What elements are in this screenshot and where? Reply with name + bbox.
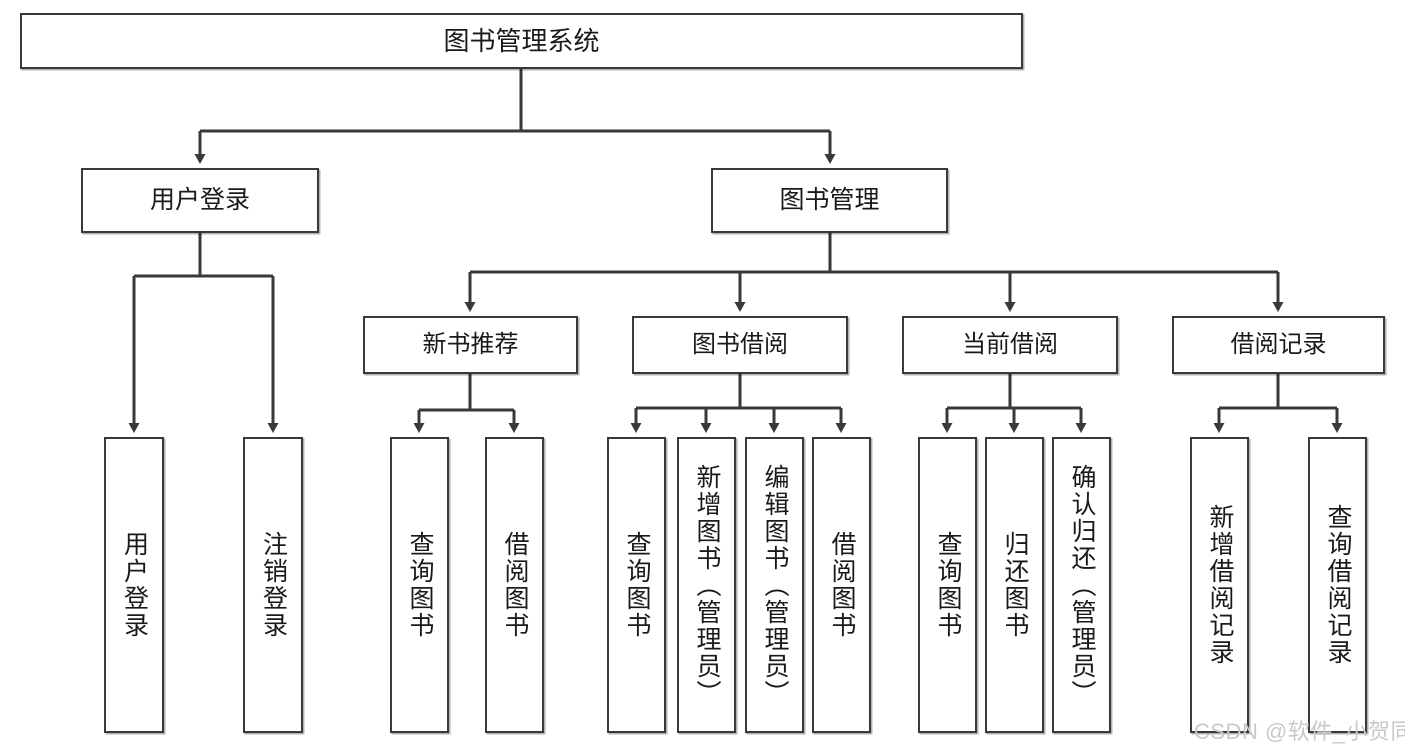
leaf-node-label: 确认归还（管理员） xyxy=(1068,463,1096,707)
node-current-borrow-label: 当前借阅 xyxy=(962,330,1058,358)
leaf-node-label: 借阅图书 xyxy=(828,531,856,639)
node-user-login-label: 用户登录 xyxy=(149,185,250,214)
node-new-book-recommend-label: 新书推荐 xyxy=(422,330,519,358)
node-root[interactable]: 图书管理系统 xyxy=(20,13,1023,69)
leaf-node-label: 借阅图书 xyxy=(501,531,529,639)
leaf-node-label: 注销登录 xyxy=(259,531,288,639)
leaf-node[interactable]: 查询借阅记录 xyxy=(1308,437,1367,733)
node-borrow-record[interactable]: 借阅记录 xyxy=(1172,316,1385,374)
leaf-node[interactable]: 新增借阅记录 xyxy=(1190,437,1249,733)
leaf-node[interactable]: 查询图书 xyxy=(607,437,666,733)
leaf-node-label: 查询图书 xyxy=(406,531,434,639)
leaf-node[interactable]: 确认归还（管理员） xyxy=(1052,437,1111,733)
node-book-management-label: 图书管理 xyxy=(779,185,880,214)
leaf-node-label: 查询图书 xyxy=(934,531,962,639)
leaf-node-label: 查询借阅记录 xyxy=(1324,504,1352,666)
leaf-node[interactable]: 新增图书（管理员） xyxy=(677,437,736,733)
watermark: CSDN @软件_小贺同学 xyxy=(1194,719,1405,744)
leaf-node[interactable]: 查询图书 xyxy=(390,437,449,733)
node-book-borrow[interactable]: 图书借阅 xyxy=(632,316,848,374)
node-borrow-record-label: 借阅记录 xyxy=(1230,330,1327,358)
leaf-node-label: 新增图书（管理员） xyxy=(693,463,721,707)
leaf-node-label: 编辑图书（管理员） xyxy=(761,463,789,707)
node-book-borrow-label: 图书借阅 xyxy=(692,330,788,358)
leaf-node[interactable]: 编辑图书（管理员） xyxy=(745,437,804,733)
leaf-node-label: 新增借阅记录 xyxy=(1206,504,1234,666)
leaf-node[interactable]: 注销登录 xyxy=(243,437,303,733)
leaf-node-label: 归还图书 xyxy=(1001,531,1029,639)
leaf-node[interactable]: 归还图书 xyxy=(985,437,1044,733)
node-root-label: 图书管理系统 xyxy=(443,25,600,56)
leaf-node-label: 查询图书 xyxy=(623,531,651,639)
leaf-node[interactable]: 查询图书 xyxy=(918,437,977,733)
node-user-login[interactable]: 用户登录 xyxy=(81,168,319,233)
leaf-node-label: 用户登录 xyxy=(120,531,149,639)
leaf-node[interactable]: 用户登录 xyxy=(104,437,164,733)
node-current-borrow[interactable]: 当前借阅 xyxy=(902,316,1118,374)
node-new-book-recommend[interactable]: 新书推荐 xyxy=(363,316,578,374)
leaf-node[interactable]: 借阅图书 xyxy=(485,437,544,733)
node-book-management[interactable]: 图书管理 xyxy=(711,168,948,233)
leaf-node[interactable]: 借阅图书 xyxy=(812,437,871,733)
